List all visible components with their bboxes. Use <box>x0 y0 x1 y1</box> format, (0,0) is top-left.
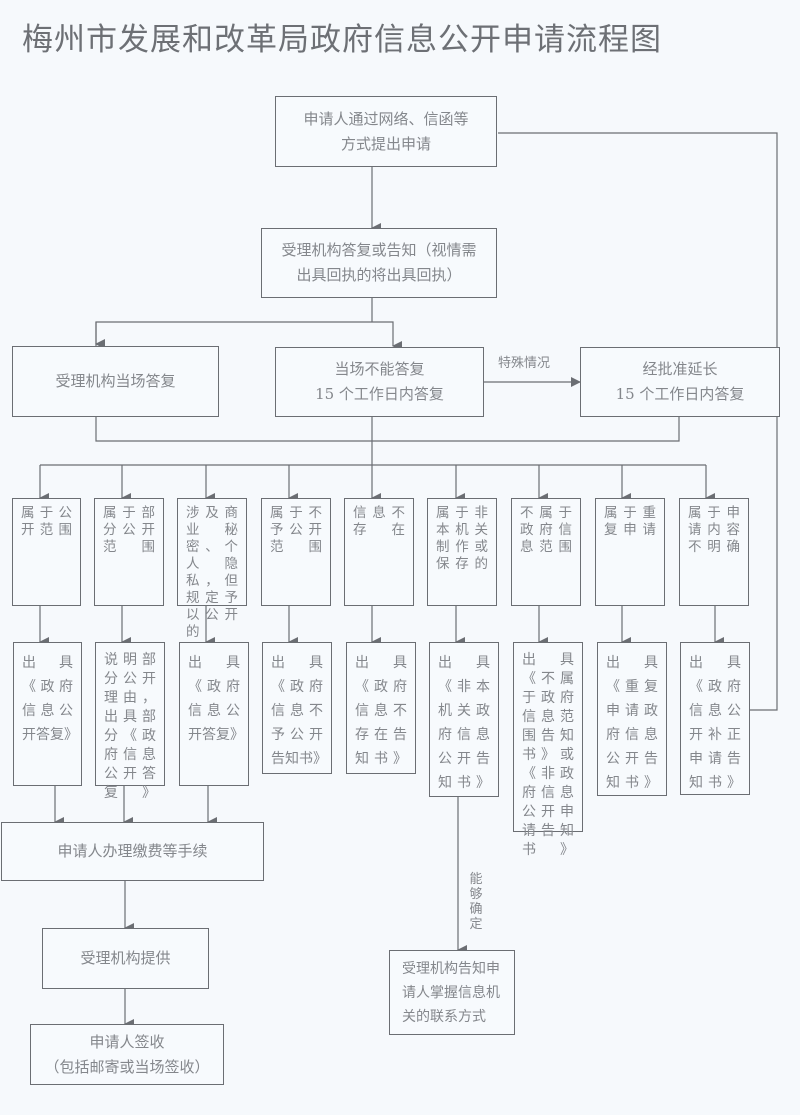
condition-not-public: 属于不予公开范围 <box>261 498 331 606</box>
result-trade-secret-reply: 出具《政府信息公开答复》 <box>179 642 249 786</box>
step-reply-on-spot: 受理机构当场答复 <box>12 346 219 417</box>
result-not-exist-notice: 出具《政府信息不存在告知书》 <box>346 642 416 774</box>
step-applicant-receives: 申请人签收 （包括邮寄或当场签收） <box>30 1024 224 1085</box>
result-not-gov-info-notice: 出具《不属于政府信息范围告知书》或《非政府信息公开申请告知书》 <box>513 642 583 858</box>
edge-label-can-determine: 能够确定 <box>469 872 483 932</box>
step-submit-request: 申请人通过网络、信函等 方式提出申请 <box>275 96 497 167</box>
condition-not-gov-info: 不属于政府信息范围 <box>511 498 581 606</box>
result-partial-reply: 说明部分公开理由，出具部分《政府信息公开答复》 <box>95 642 165 801</box>
condition-trade-secret-privacy: 涉及商业秘密、个人隐私，但规定予以公开的 <box>177 498 247 640</box>
condition-duplicate: 属于重复申请 <box>595 498 665 606</box>
connector <box>95 321 402 351</box>
result-not-public-notice: 出具《政府信息不予公开告知书》 <box>262 642 332 774</box>
edge-label-special-case: 特殊情况 <box>498 356 551 371</box>
step-extension: 经批准延长 15 个工作日内答复 <box>580 347 780 417</box>
step-inform-contact: 受理机构告知申 请人掌握信息机 关的联系方式 <box>389 950 515 1035</box>
page-title: 梅州市发展和改革局政府信息公开申请流程图 <box>22 22 662 58</box>
result-other-agency-notice: 出具《非本机关政府信息公开告知书》 <box>429 642 499 797</box>
step-agency-provides: 受理机构提供 <box>42 928 209 989</box>
result-duplicate-notice: 出具《重复申请政府信息公开告知书》 <box>597 642 667 796</box>
condition-other-agency: 属于非本机关制作或保存的 <box>427 498 497 606</box>
condition-not-exist: 信息不存在 <box>344 498 414 606</box>
connector <box>498 132 778 711</box>
result-public-reply: 出具《政府信息公开答复》 <box>13 642 82 786</box>
step-reply-within-15-days: 当场不能答复 15 个工作日内答复 <box>275 347 484 417</box>
result-supplement-notice: 出具《政府信息公开补正申请告知书》 <box>680 642 750 795</box>
condition-unclear: 属于申请内容不明确 <box>679 498 749 606</box>
connector <box>95 417 680 442</box>
step-pay-fees: 申请人办理缴费等手续 <box>1 822 264 881</box>
condition-public-scope: 属于公开范围 <box>12 498 81 606</box>
step-acknowledge: 受理机构答复或告知（视情需 出具回执的将出具回执） <box>261 228 497 298</box>
condition-partial-public: 属于部分公开范围 <box>94 498 164 606</box>
